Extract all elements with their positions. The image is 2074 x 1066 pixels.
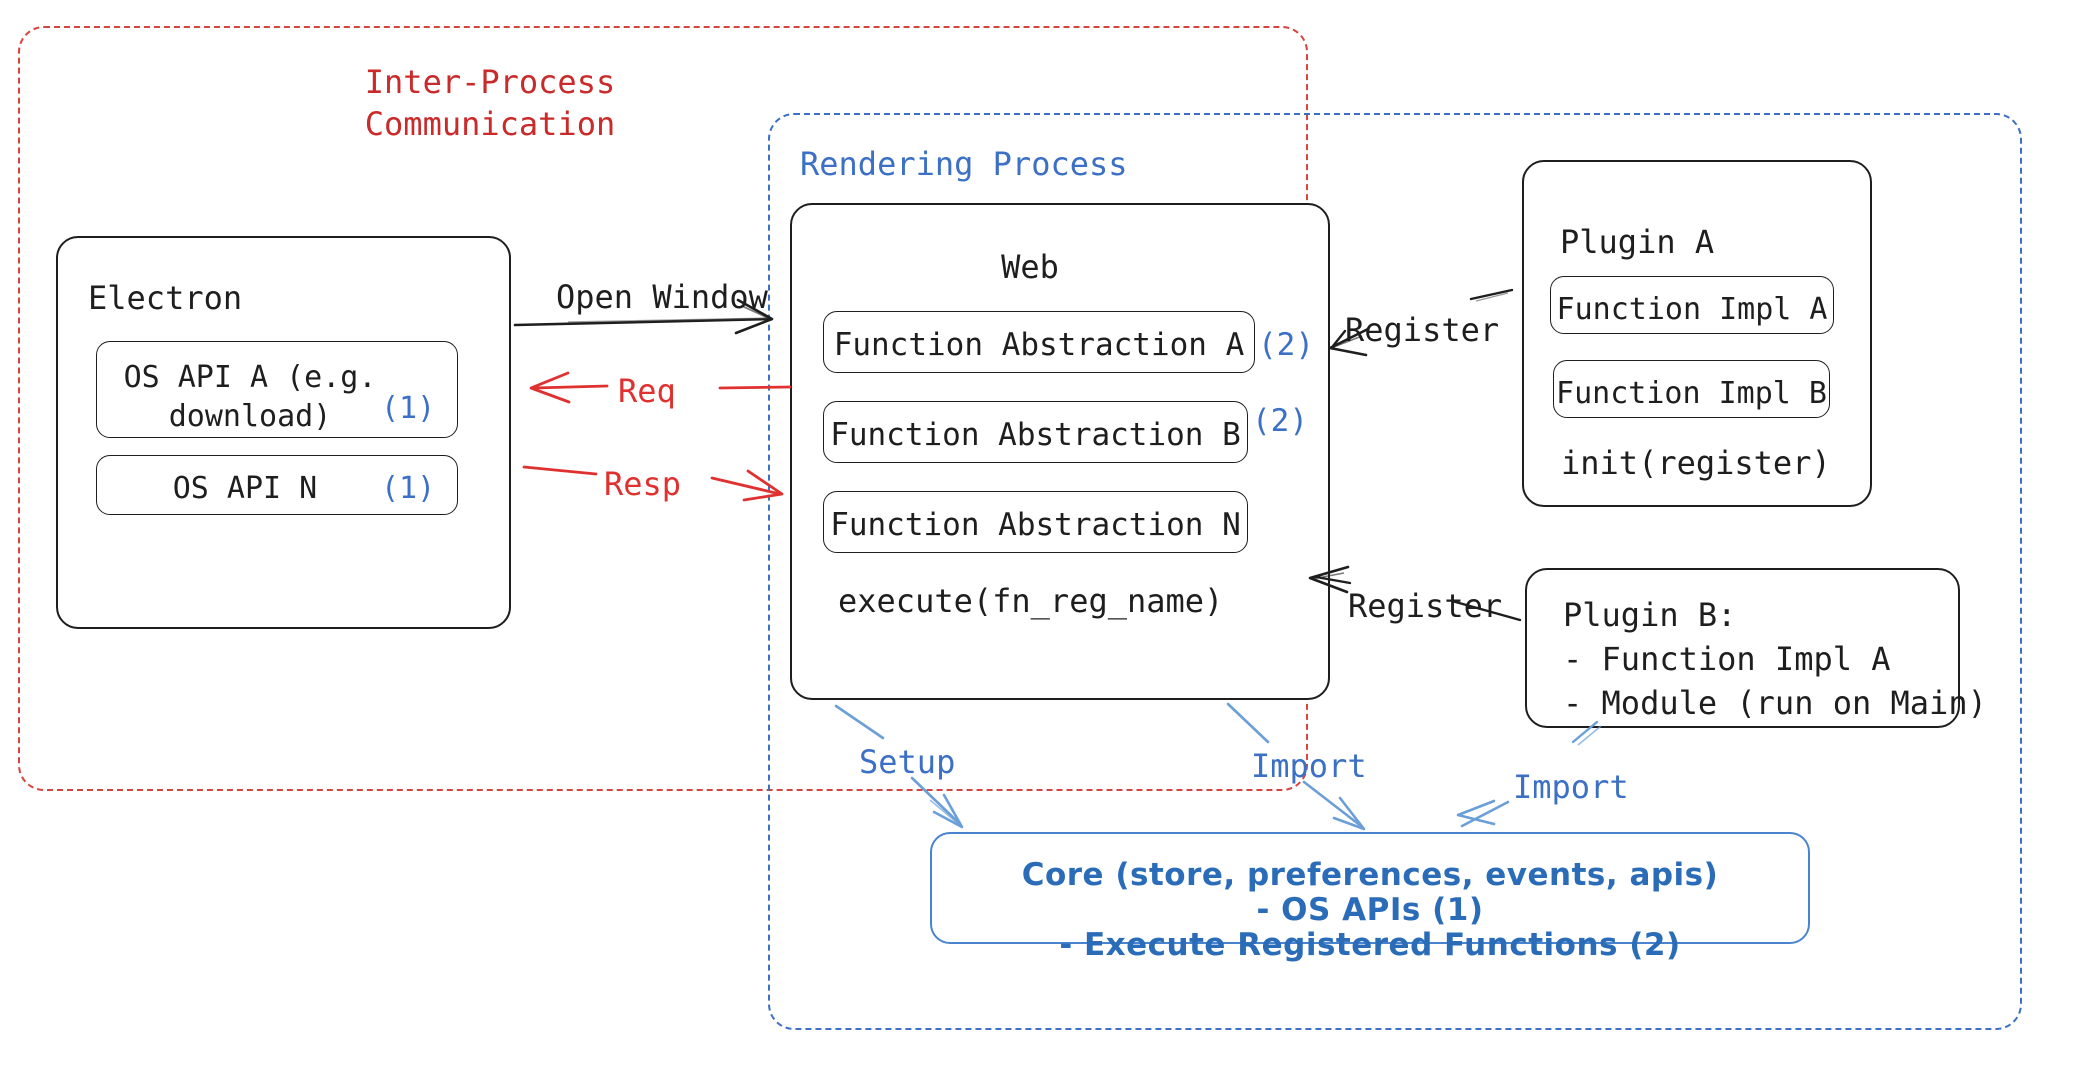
os-api-n-box[interactable] [96,455,458,515]
edge-label-setup: Setup [859,743,956,781]
function-abstraction-b-label: Function Abstraction B [830,417,1241,453]
os-api-n-marker: (1) [381,471,436,506]
edge-label-resp: Resp [604,465,682,503]
plugin-b-line-2: - Module (run on Main) [1563,684,1987,722]
os-api-n-label: OS API N [172,471,318,506]
core-line-3: - Execute Registered Functions (2) [1059,927,1681,963]
group-rendering-process-label: Rendering Process [800,145,1128,183]
group-rendering-process [768,113,2022,1030]
edge-label-open-window: Open Window [556,278,768,316]
edge-label-register-a: Register [1345,311,1500,349]
group-ipc-label: Inter-Process Communication [364,63,616,143]
plugin-a-title: Plugin A [1560,223,1715,261]
os-api-a-marker: (1) [381,391,436,426]
plugin-b-line-1: - Function Impl A [1563,640,1891,678]
os-api-a-box[interactable] [96,341,458,438]
os-api-a-label: OS API A (e.g. download) [123,360,377,434]
edge-label-register-b: Register [1348,587,1503,625]
plugin-a-function-impl-b-box[interactable] [1553,360,1830,418]
edge-label-import-plugin: Import [1513,768,1629,806]
core-line-2: - OS APIs (1) [1256,892,1484,928]
edge-label-req: Req [618,372,676,410]
function-abstraction-a-box[interactable] [823,311,1255,373]
core-line-1: Core (store, preferences, events, apis) [1021,857,1719,893]
web-title: Web [1001,248,1059,286]
core-box [930,832,1810,944]
plugin-b-title: Plugin B: [1563,596,1737,634]
plugin-b-box [1525,568,1960,728]
edge-label-import-web: Import [1251,747,1367,785]
electron-title: Electron [88,279,243,317]
function-abstraction-n-box[interactable] [823,491,1248,553]
function-abstraction-a-marker: (2) [1258,327,1314,363]
plugin-a-function-impl-a-label: Function Impl A [1556,292,1828,327]
web-execute-label: execute(fn_reg_name) [838,582,1224,620]
function-abstraction-a-label: Function Abstraction A [833,327,1245,363]
plugin-a-function-impl-b-label: Function Impl B [1556,376,1827,411]
plugin-a-init-label: init(register) [1561,444,1831,482]
plugin-a-function-impl-a-box[interactable] [1550,276,1834,334]
function-abstraction-b-marker: (2) [1252,403,1308,439]
function-abstraction-n-label: Function Abstraction N [830,507,1241,543]
function-abstraction-b-box[interactable] [823,401,1248,463]
